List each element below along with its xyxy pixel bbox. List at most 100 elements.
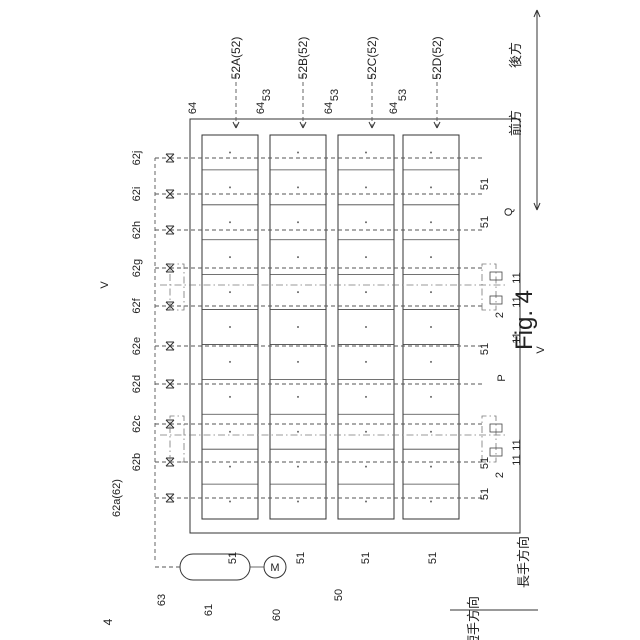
cell-center-dot (430, 466, 432, 468)
row-label: 52B(52) (296, 37, 310, 80)
cell-center-dot (365, 291, 367, 293)
valve-label: 62a(62) (111, 479, 123, 517)
cell-center-dot (229, 151, 231, 153)
row-label: 52A(52) (229, 37, 243, 80)
pipe-lines (155, 154, 484, 560)
cell-center-dot (430, 151, 432, 153)
spacer-ref-label: 53 (329, 89, 341, 101)
cell-center-dot (430, 501, 432, 503)
ref-51-bottom-label: 51 (295, 552, 307, 564)
section-mark: V (99, 281, 111, 289)
figure-label: Fig. 4 (511, 290, 538, 350)
row-label: 52D(52) (430, 36, 444, 79)
cell-ref-label: 64 (255, 102, 267, 114)
base-frame (190, 119, 520, 533)
cell-ref-label: 64 (388, 102, 400, 114)
cell-center-dot (297, 396, 299, 398)
spacer-ref-label: 53 (397, 89, 409, 101)
connector-left (170, 264, 184, 310)
cell-center-dot (229, 221, 231, 223)
cell-center-dot (430, 361, 432, 363)
base-ref-label: 50 (333, 589, 345, 601)
cell-center-dot (365, 361, 367, 363)
tank-icon (180, 554, 250, 580)
labels: 52A(52)645352B(52)645352C(52)645352D(52)… (99, 10, 547, 640)
direction-back: 後方 (508, 42, 523, 68)
cell-center-dot (229, 501, 231, 503)
cell-center-dot (297, 501, 299, 503)
cell-center-dot (229, 396, 231, 398)
cell-center-dot (297, 151, 299, 153)
cell-center-dot (297, 466, 299, 468)
connector-left (170, 416, 184, 462)
cell-center-dot (229, 361, 231, 363)
cell-center-dot (297, 326, 299, 328)
cell-center-dot (229, 291, 231, 293)
cell-center-dot (365, 326, 367, 328)
ref-51-bottom-label: 51 (427, 552, 439, 564)
pump-letter: M (270, 562, 279, 574)
valve-label: 62b (131, 453, 143, 471)
cell-center-dot (297, 431, 299, 433)
battery-rows (202, 135, 459, 519)
cell-center-dot (297, 361, 299, 363)
ref-51-bottom-label: 51 (360, 552, 372, 564)
valve-label: 62d (131, 375, 143, 393)
connector-blocks (160, 264, 505, 462)
cell-center-dot (365, 221, 367, 223)
cell-center-dot (365, 501, 367, 503)
cell-center-dot (297, 256, 299, 258)
ref-2-label: 2 (494, 312, 506, 318)
cell-center-dot (365, 256, 367, 258)
cell-center-dot (430, 186, 432, 188)
cell-center-dot (430, 221, 432, 223)
cell-center-dot (430, 256, 432, 258)
valve-label: 62i (131, 187, 143, 202)
valve-label: 62c (131, 415, 143, 433)
ref-51-label: 51 (479, 457, 491, 469)
direction-front: 前方 (508, 110, 523, 136)
cell-center-dot (229, 256, 231, 258)
pipe-ref-label: 63 (156, 594, 168, 606)
cell-center-dot (297, 291, 299, 293)
tank-ref-label: 61 (203, 604, 215, 616)
ref-Q-label: Q (503, 207, 515, 216)
ref-51-label: 51 (479, 178, 491, 190)
cell-center-dot (430, 431, 432, 433)
cell-center-dot (430, 326, 432, 328)
cell-center-dot (365, 431, 367, 433)
valve-label: 62j (131, 151, 143, 166)
cell-center-dot (297, 221, 299, 223)
cell-center-dot (365, 151, 367, 153)
cell-center-dot (365, 466, 367, 468)
row-label: 52C(52) (365, 36, 379, 79)
ref-51-label: 51 (479, 216, 491, 228)
ref-11-label: 11 (511, 439, 523, 450)
valve-label: 62f (131, 297, 143, 313)
ref-51-label: 51 (479, 343, 491, 355)
valve-label: 62h (131, 221, 143, 239)
ref-11-label: 11 (511, 272, 523, 283)
cell-center-dot (365, 396, 367, 398)
cell-ref-label: 64 (187, 102, 199, 114)
cell-center-dot (430, 291, 432, 293)
ref-51-bottom-label: 51 (227, 552, 239, 564)
cell-center-dot (229, 326, 231, 328)
equipment: M (155, 554, 286, 580)
ref-P-label: P (496, 374, 508, 381)
cell-center-dot (297, 186, 299, 188)
ref-2-label: 2 (494, 472, 506, 478)
cell-ref-label: 64 (323, 102, 335, 114)
valve-label: 62e (131, 337, 143, 355)
cell-center-dot (229, 186, 231, 188)
pump-ref-label: 60 (271, 609, 283, 621)
direction-long: 長手方向 (516, 536, 531, 588)
ref-11-label: 11 (511, 454, 523, 465)
valve-label: 62g (131, 259, 143, 277)
spacer-ref-label: 53 (261, 89, 273, 101)
connector-right (482, 416, 496, 462)
cell-center-dot (229, 466, 231, 468)
ref-51-label: 51 (479, 488, 491, 500)
connector-right (482, 264, 496, 310)
